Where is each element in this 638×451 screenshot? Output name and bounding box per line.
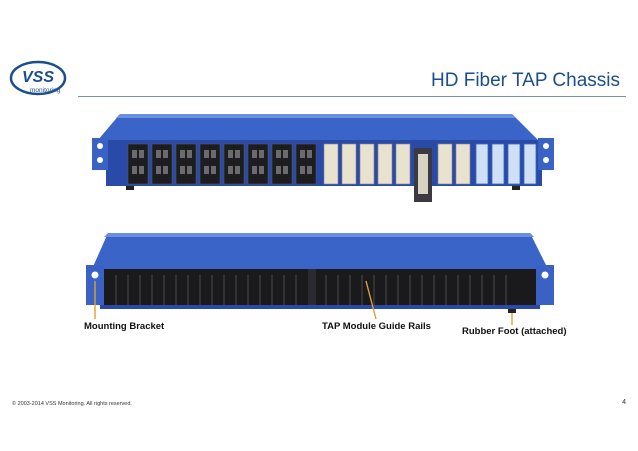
vss-logo: VSS monitoring bbox=[8, 58, 82, 98]
callout-mounting-bracket: Mounting Bracket bbox=[84, 321, 165, 332]
slide-title: HD Fiber TAP Chassis bbox=[431, 70, 620, 91]
chassis-front-photo bbox=[92, 108, 554, 206]
logo-main-text: VSS bbox=[22, 69, 54, 86]
callout-guide-rails: TAP Module Guide Rails bbox=[322, 321, 431, 332]
title-divider bbox=[78, 96, 626, 97]
page-number: 4 bbox=[622, 399, 626, 406]
copyright-footer: © 2003-2014 VSS Monitoring. All rights r… bbox=[12, 401, 132, 407]
callout-rubber-foot: Rubber Foot (attached) bbox=[462, 326, 567, 337]
logo-sub-text: monitoring bbox=[30, 87, 61, 94]
chassis-empty-photo bbox=[76, 229, 563, 342]
